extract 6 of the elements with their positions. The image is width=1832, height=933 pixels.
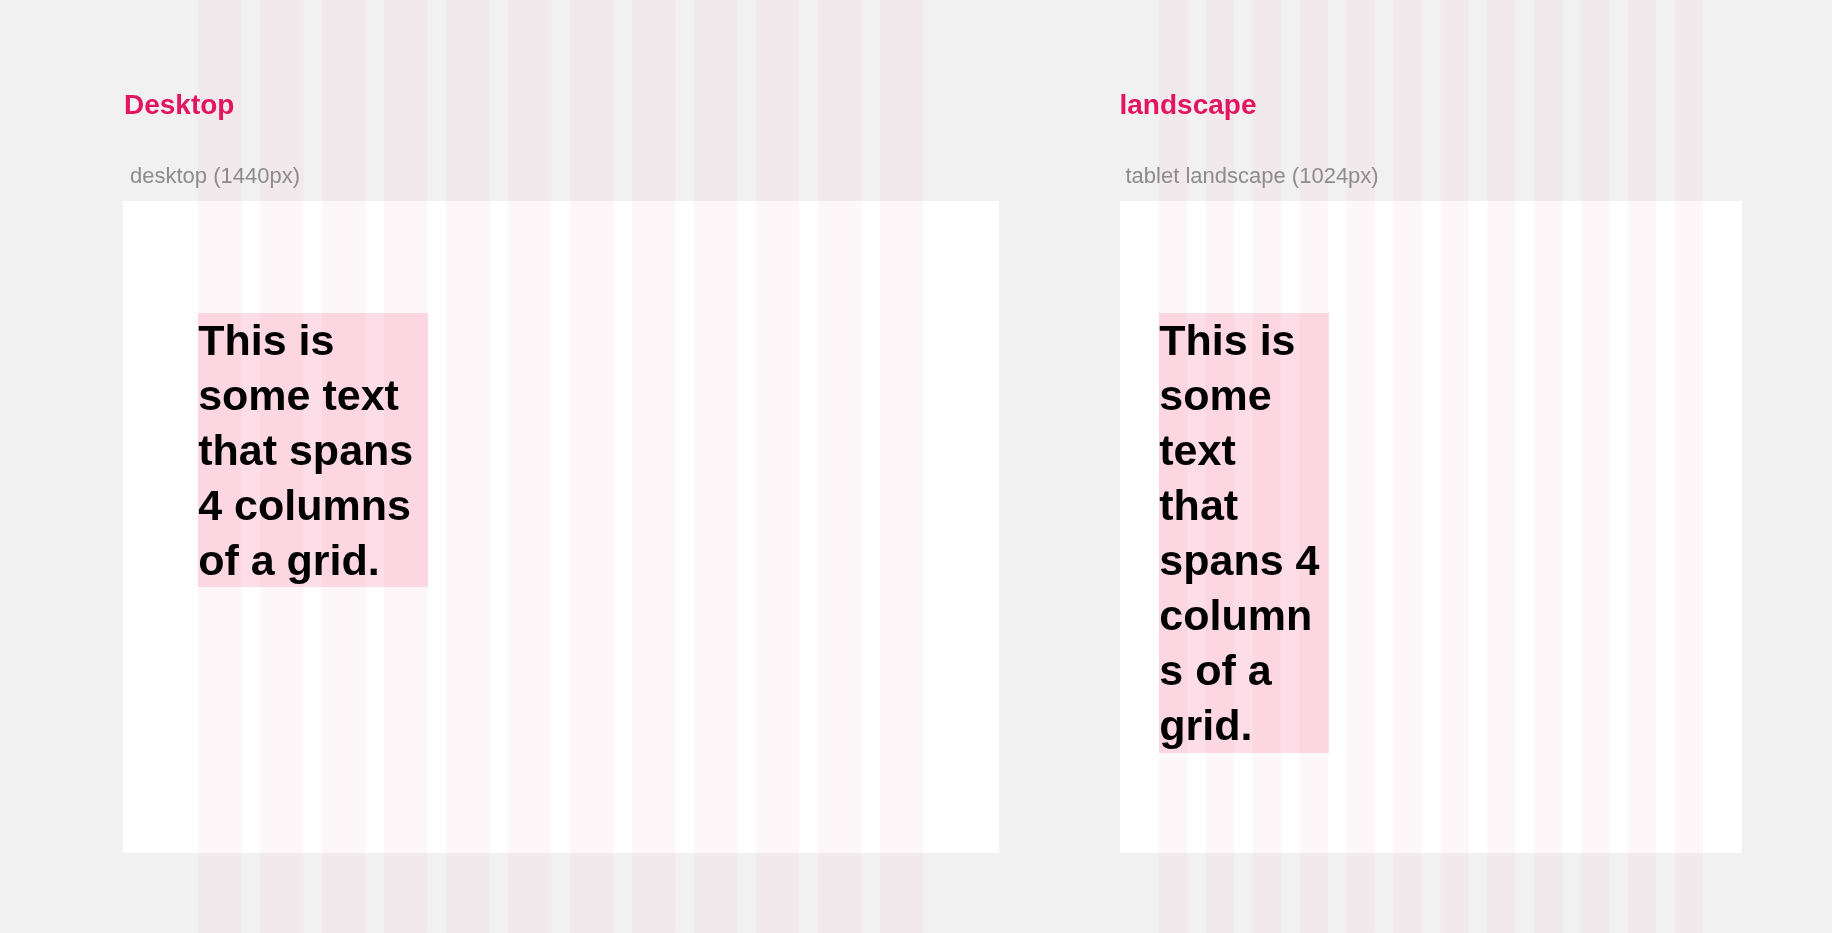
highlighted-text-block: This is some text that spans 4 columns of a grid. [1159, 313, 1329, 753]
artboard-label: desktop (1440px) [130, 163, 300, 189]
highlighted-text-block: This is some text that spans 4 columns of a grid. [198, 313, 428, 587]
artboard-title: Desktop [124, 88, 235, 122]
artboard-label: tablet landscape (1024px) [1125, 163, 1379, 189]
artboard-title: landscape [1119, 88, 1257, 122]
